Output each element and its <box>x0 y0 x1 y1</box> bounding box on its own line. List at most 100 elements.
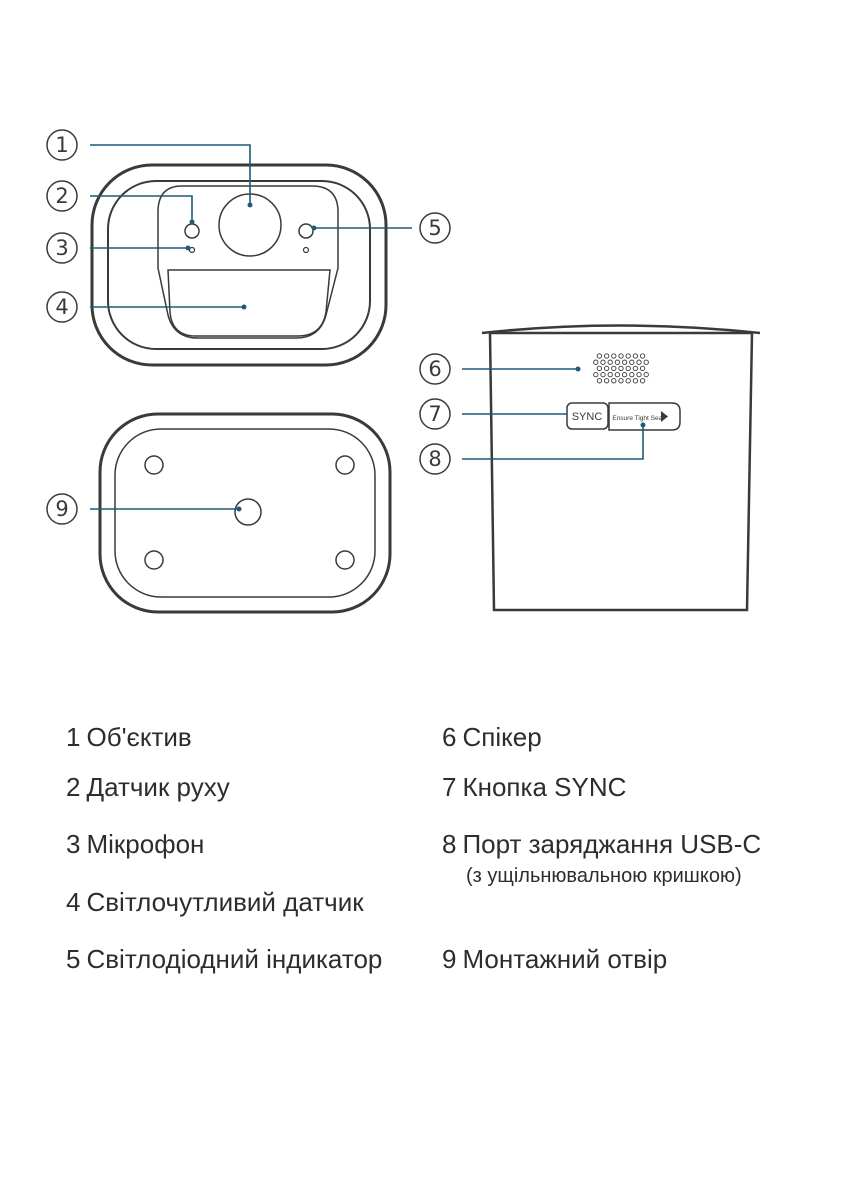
leader-dot <box>185 245 191 251</box>
speaker-hole <box>593 359 599 365</box>
callout-circle-9 <box>46 493 78 525</box>
speaker-hole <box>632 378 639 384</box>
speaker-hole <box>611 365 617 372</box>
led-indicator-icon <box>298 223 314 239</box>
leader-dots <box>185 202 646 512</box>
callout-number-5: 5 <box>428 216 441 240</box>
speaker-hole <box>607 359 613 365</box>
legend-label: Світлодіодний індикатор <box>86 944 383 974</box>
speaker-hole <box>611 353 617 359</box>
arrow-right-icon <box>661 411 668 422</box>
foot-icon <box>144 455 164 475</box>
speaker-hole <box>596 378 603 384</box>
leader-dot <box>311 225 317 231</box>
callout-circle-5 <box>419 212 451 244</box>
side-body-outline <box>488 331 754 612</box>
speaker-hole <box>603 365 610 372</box>
usb-c-port-cover <box>608 402 681 431</box>
foot-icon <box>144 550 164 570</box>
legend-number: 9 <box>442 944 457 974</box>
speaker-hole <box>636 359 642 365</box>
mounting-hole-icon <box>234 498 262 526</box>
speaker-hole <box>632 353 639 359</box>
speaker-hole <box>639 353 646 359</box>
callout-circle-6 <box>419 353 451 385</box>
speaker-hole <box>625 353 631 359</box>
camera-side-view: SYNC Ensure Tight Seal <box>481 324 761 612</box>
speaker-hole <box>618 365 624 372</box>
port-cover-label: Ensure Tight Seal <box>612 415 664 422</box>
callout-circle-4 <box>46 291 78 323</box>
light-sensor-window <box>167 269 331 337</box>
leader-dot <box>241 304 247 310</box>
speaker-hole <box>639 365 646 372</box>
speaker-grille-icon <box>593 353 649 384</box>
legend-label: Об'єктив <box>86 722 192 752</box>
legend-label: Порт заряджання USB-C <box>462 829 762 859</box>
speaker-hole <box>629 371 635 378</box>
leader-line-8 <box>462 425 644 460</box>
speaker-hole <box>618 353 624 359</box>
callout-circle-8 <box>419 443 451 475</box>
legend-number: 1 <box>66 722 81 752</box>
legend-number: 3 <box>66 829 81 859</box>
callout-numbers: 1 2 3 4 5 6 7 8 9 <box>55 133 441 521</box>
camera-diagram: SYNC Ensure Tight Seal <box>46 129 761 614</box>
legend-label: Світлочутливий датчик <box>86 887 364 917</box>
sync-button-label: SYNC <box>572 411 603 423</box>
speaker-hole <box>596 365 603 372</box>
leader-dot <box>640 422 646 428</box>
callout-number-3: 3 <box>55 236 68 260</box>
callout-number-2: 2 <box>55 184 68 208</box>
callout-circle-3 <box>46 232 78 264</box>
leader-lines <box>90 144 644 510</box>
camera-front-view <box>90 163 388 367</box>
callout-circle-1 <box>46 129 78 161</box>
speaker-hole <box>614 371 621 378</box>
callout-number-6: 6 <box>428 357 441 381</box>
speaker-hole <box>643 371 649 378</box>
speaker-hole <box>607 371 613 378</box>
legend-item-8-note: (з ущільнювальною кришкою) <box>466 865 742 887</box>
legend-number: 6 <box>442 722 457 752</box>
legend-label: Спікер <box>462 722 542 752</box>
speaker-hole <box>621 359 628 365</box>
legend-number: 7 <box>442 772 457 802</box>
speaker-hole <box>625 365 631 372</box>
leader-line-2 <box>90 195 193 222</box>
leader-line-1 <box>90 144 251 205</box>
speaker-hole <box>629 359 635 365</box>
legend-number: 5 <box>66 944 81 974</box>
speaker-hole <box>632 365 639 372</box>
speaker-hole <box>593 371 599 378</box>
speaker-hole <box>621 371 628 378</box>
speaker-hole <box>636 371 642 378</box>
speaker-hole <box>625 378 631 384</box>
leader-dot <box>247 202 253 208</box>
side-top-edge <box>481 324 761 335</box>
speaker-hole <box>614 359 621 365</box>
sync-button[interactable] <box>566 402 609 430</box>
speaker-hole <box>596 353 603 359</box>
callout-circle-2 <box>46 180 78 212</box>
callout-circles <box>46 129 451 525</box>
foot-icon <box>335 455 355 475</box>
motion-sensor-icon <box>184 223 200 239</box>
speaker-hole <box>611 378 617 384</box>
legend-label: Кнопка SYNC <box>462 772 627 802</box>
speaker-hole <box>600 371 606 378</box>
callout-circle-7 <box>419 398 451 430</box>
legend-number: 4 <box>66 887 81 917</box>
legend-number: 2 <box>66 772 81 802</box>
legend-number: 8 <box>442 829 457 859</box>
speaker-hole <box>600 359 606 365</box>
legend-label: Монтажний отвір <box>462 944 668 974</box>
speaker-hole <box>639 378 646 384</box>
